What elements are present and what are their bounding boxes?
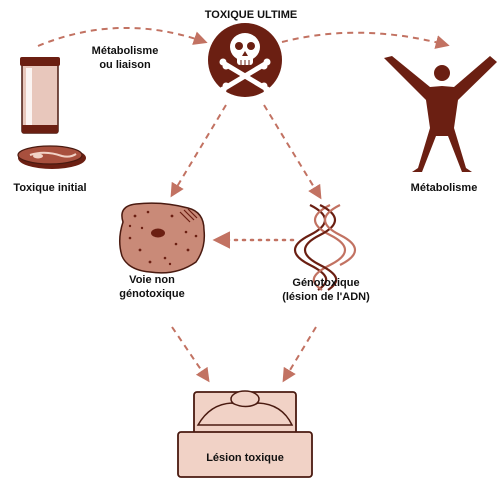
patient-in-bed-icon — [177, 390, 313, 478]
non-genotoxic-label-line1: Voie non — [129, 274, 175, 286]
arrow-genotoxic-to-lesion — [282, 326, 317, 383]
dna-helix-icon — [293, 204, 357, 291]
human-figure-icon — [384, 56, 497, 172]
non-genotoxic-label-line2: génotoxique — [119, 288, 185, 300]
arrow-ultimate-to-genotoxic — [263, 104, 322, 200]
ultimate-toxic-label: TOXIQUE ULTIME — [204, 9, 298, 21]
arrow-non-genotoxic-to-lesion — [171, 326, 210, 383]
cell-icon — [119, 202, 206, 274]
metabolism-or-binding-label-line1: Métabolisme — [91, 45, 159, 57]
metabolism-label: Métabolisme — [410, 182, 478, 194]
meat-steak-icon — [17, 145, 86, 169]
arrow-ultimate-to-metabolism — [281, 31, 450, 49]
initial-toxic-label: Toxique initial — [13, 182, 87, 194]
metabolism-or-binding-label-line2: ou liaison — [99, 59, 151, 71]
arrow-ultimate-to-non-genotoxic — [170, 104, 227, 198]
skull-crossbones-icon — [208, 23, 282, 97]
genotoxic-label-line1: Génotoxique — [292, 277, 360, 289]
toxic-lesion-label: Lésion toxique — [206, 452, 284, 464]
pill-bottle-icon — [20, 57, 60, 134]
genotoxic-label-line2: (lésion de l'ADN) — [282, 291, 370, 303]
